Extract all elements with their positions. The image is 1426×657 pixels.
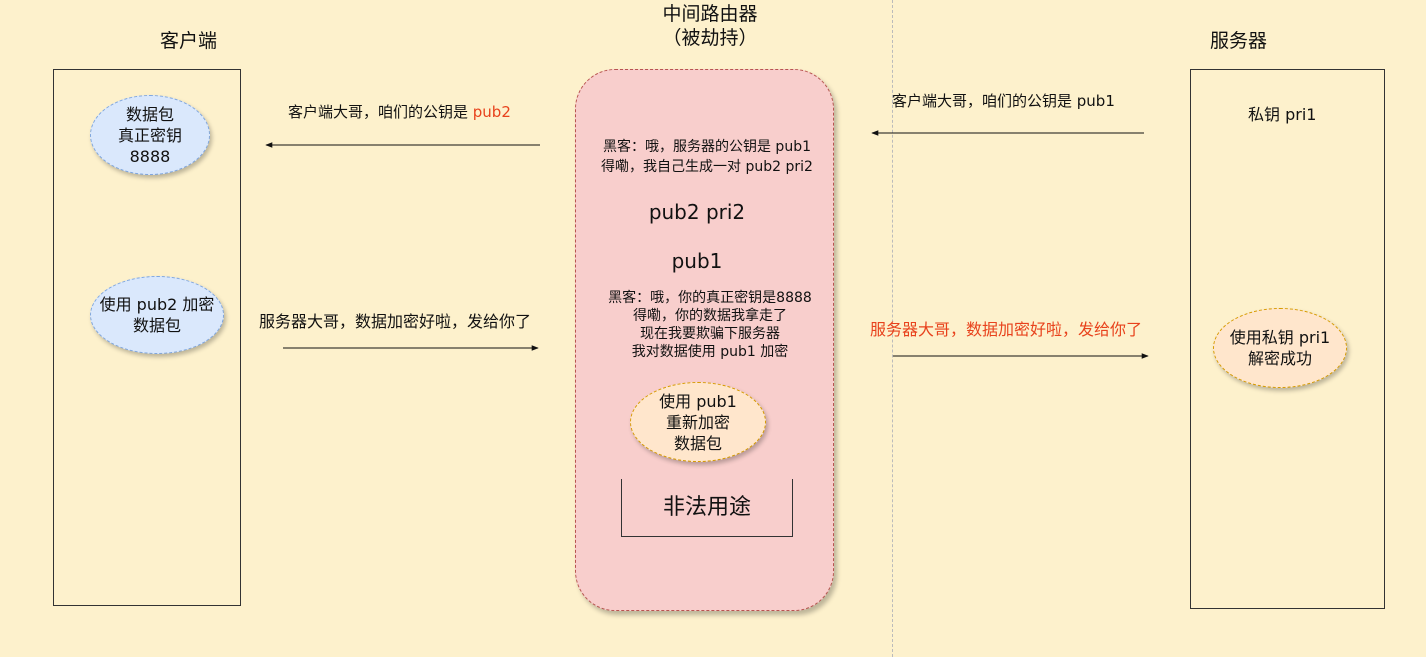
router-ellipse-line3: 数据包 (673, 433, 722, 453)
router-note2: 黑客：哦，你的真正密钥是8888 得嘞，你的数据我拿走了 现在我要欺骗下服务器 … (585, 288, 835, 362)
router-note2-line1: 黑客：哦，你的真正密钥是8888 (608, 290, 812, 306)
router-title-line2: （被劫持） (662, 27, 758, 49)
router-keys1: pub2 pri2 (648, 200, 746, 224)
client-ellipse1-line2: 真正密钥 (117, 125, 182, 145)
router-note1: 黑客：哦，服务器的公钥是 pub1 得嘞，我自己生成一对 pub2 pri2 (575, 137, 839, 177)
server-box (1190, 69, 1385, 609)
illegal-use-label: 非法用途 (662, 495, 751, 520)
client-ellipse1-line1: 数据包 (125, 104, 174, 124)
illegal-use-box: 非法用途 (621, 479, 793, 537)
client-ellipse2-line2: 数据包 (132, 316, 181, 335)
client-to-router-label: 服务器大哥，数据加密好啦，发给你了 (259, 312, 532, 331)
router-to-client-text: 客户端大哥，咱们的公钥是 (288, 103, 473, 121)
router-title: 中间路由器 （被劫持） (630, 2, 790, 50)
router-to-server-label: 服务器大哥，数据加密好啦，发给你了 (870, 320, 1143, 339)
router-note2-line3: 现在我要欺骗下服务器 (640, 326, 780, 342)
server-title: 服务器 (1210, 30, 1268, 52)
server-to-router-label: 客户端大哥，咱们的公钥是 pub1 (892, 92, 1115, 110)
client-title: 客户端 (160, 30, 218, 52)
client-ellipse1-line3: 8888 (129, 146, 171, 166)
router-keys2: pub1 (671, 249, 723, 273)
router-box (575, 69, 834, 611)
divider-line (892, 0, 893, 657)
router-to-client-label: 客户端大哥，咱们的公钥是 pub2 (288, 101, 511, 122)
router-ellipse-line2: 重新加密 (665, 412, 730, 432)
router-reencrypt-ellipse: 使用 pub1 重新加密 数据包 (630, 382, 766, 462)
router-note2-line2: 得嘞，你的数据我拿走了 (633, 308, 787, 324)
router-title-line1: 中间路由器 (662, 3, 758, 25)
router-ellipse-line1: 使用 pub1 (659, 391, 737, 411)
client-ellipse2-line1: 使用 pub2 加密 (99, 295, 215, 314)
client-encrypt-ellipse: 使用 pub2 加密 数据包 (90, 276, 224, 354)
router-to-client-key: pub2 (472, 103, 511, 121)
server-ellipse-line2: 解密成功 (1247, 349, 1312, 368)
server-ellipse-line1: 使用私钥 pri1 (1229, 328, 1331, 347)
router-note2-line4: 我对数据使用 pub1 加密 (631, 344, 789, 360)
router-note1-line1: 黑客：哦，服务器的公钥是 pub1 (602, 139, 811, 155)
router-note1-line2: 得嘞，我自己生成一对 pub2 pri2 (601, 159, 813, 175)
server-private-key: 私钥 pri1 (1248, 105, 1317, 124)
client-data-packet-ellipse: 数据包 真正密钥 8888 (90, 95, 210, 175)
client-box (53, 69, 241, 606)
server-decrypt-ellipse: 使用私钥 pri1 解密成功 (1213, 308, 1347, 388)
